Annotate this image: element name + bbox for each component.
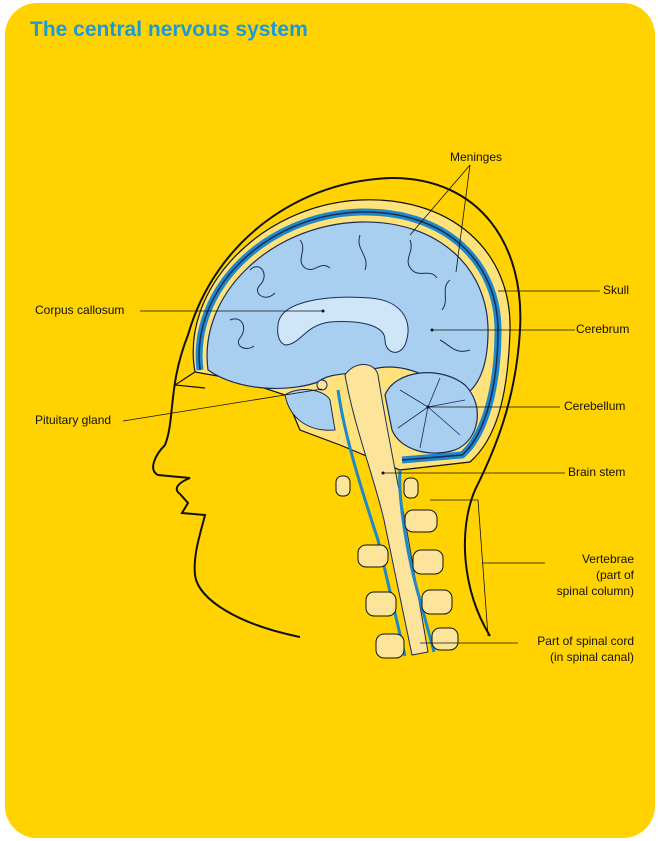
label-line: Part of spinal cord <box>537 634 634 648</box>
label-meninges: Meninges <box>450 150 503 164</box>
vertebrae <box>335 475 459 659</box>
label-vertebrae: Vertebrae (part of spinal column) <box>557 551 634 599</box>
label-corpus-callosum: Corpus callosum <box>35 303 125 317</box>
cerebellum <box>384 372 478 454</box>
pituitary-gland <box>316 379 328 391</box>
page-title: The central nervous system <box>30 18 308 41</box>
label-skull: Skull <box>603 283 630 297</box>
label-line: spinal column) <box>556 584 634 598</box>
label-spinal-cord: Part of spinal cord (in spinal canal) <box>537 633 634 665</box>
label-line: (part of <box>595 568 634 582</box>
head-outline <box>152 176 522 638</box>
label-line: (in spinal canal) <box>549 650 634 664</box>
label-cerebellum: Cerebellum <box>564 399 626 413</box>
label-line: Vertebrae <box>581 552 634 566</box>
label-cerebrum: Cerebrum <box>576 322 630 336</box>
label-brain-stem: Brain stem <box>568 465 626 479</box>
label-pituitary-gland: Pituitary gland <box>35 413 112 427</box>
leader-lines <box>122 164 600 644</box>
